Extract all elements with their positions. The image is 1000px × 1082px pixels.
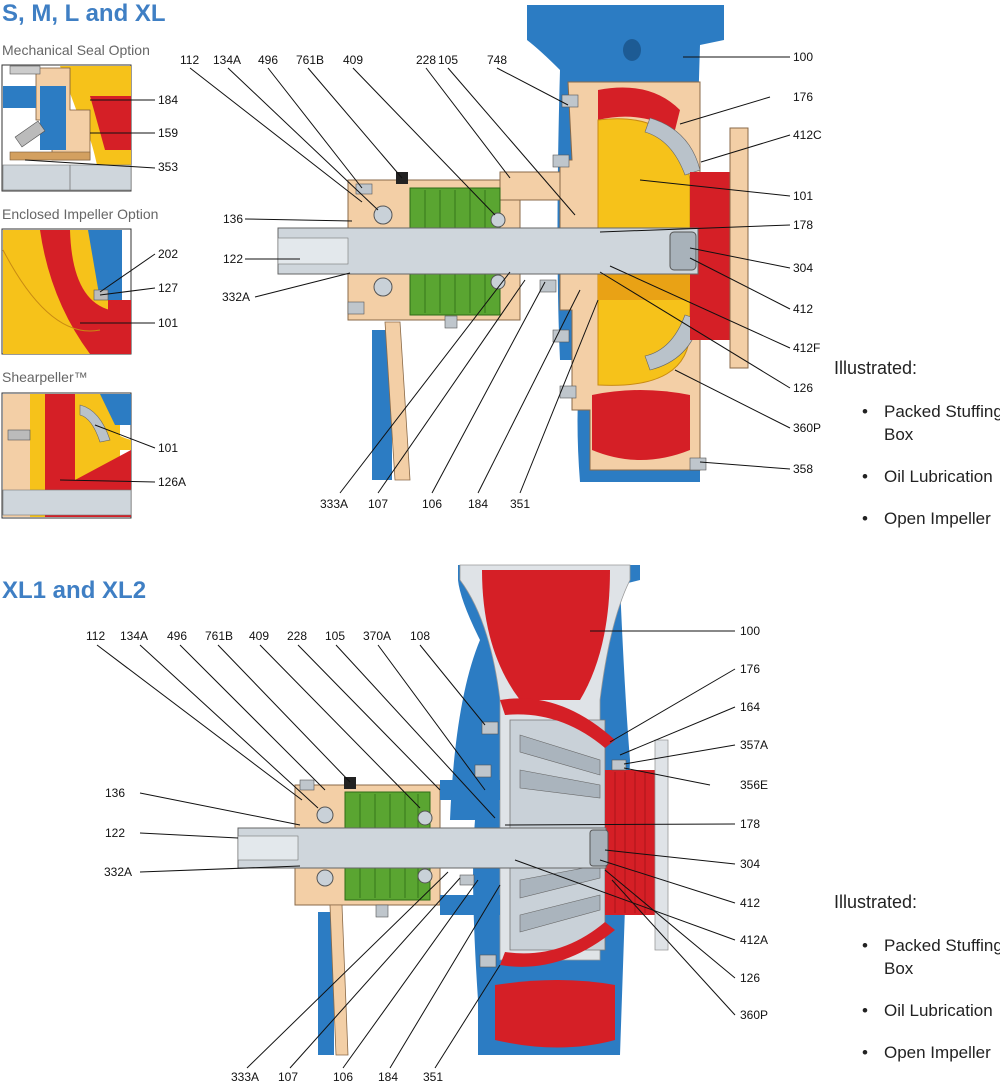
part-label: 105 [438, 53, 458, 67]
part-label: 351 [423, 1070, 443, 1082]
part-label: 412 [740, 896, 760, 910]
part-label: 184 [468, 497, 488, 511]
leader-lines [24, 56, 791, 1069]
part-label: 333A [320, 497, 348, 511]
part-label: 112 [86, 629, 105, 643]
part-label: 108 [410, 629, 430, 643]
part-label: 106 [333, 1070, 353, 1082]
part-label: 107 [368, 497, 388, 511]
part-label: 178 [740, 817, 760, 831]
inset-mechanical-seal [1, 64, 132, 192]
part-label: 228 [287, 629, 307, 643]
part-label: 101 [158, 441, 178, 455]
part-label: 304 [793, 261, 813, 275]
part-label: 107 [278, 1070, 298, 1082]
part-label: 496 [167, 629, 187, 643]
section2-title: XL1 and XL2 [2, 577, 147, 604]
part-label: 748 [487, 53, 507, 67]
part-label: 159 [158, 126, 178, 140]
part-label: 106 [422, 497, 442, 511]
part-label: 126 [793, 381, 813, 395]
part-label: 360P [793, 421, 821, 435]
part-label: 100 [740, 624, 760, 638]
part-label: 176 [740, 662, 760, 676]
part-label: 351 [510, 497, 530, 511]
illustrated-item: •Packed Stuffing Box [862, 402, 1000, 444]
part-label: 101 [793, 189, 813, 203]
part-label: 370A [363, 629, 391, 643]
part-label: 202 [158, 247, 178, 261]
part-label: 332A [104, 865, 132, 879]
part-label: 127 [158, 281, 178, 295]
part-label: 101 [158, 316, 178, 330]
illustrated-heading-2: Illustrated: [834, 892, 918, 912]
part-label: 358 [793, 462, 813, 476]
part-label: 496 [258, 53, 278, 67]
part-label: 100 [793, 50, 813, 64]
part-label: 304 [740, 857, 760, 871]
part-label: 332A [222, 290, 250, 304]
part-label: 105 [325, 629, 345, 643]
part-label: 184 [158, 93, 178, 107]
illustrated-item: •Open Impeller [862, 509, 991, 528]
part-label: 412 [793, 302, 813, 316]
part-label: 176 [793, 90, 813, 104]
part-label: 761B [205, 629, 233, 643]
illustrated-item: •Packed Stuffing Box [862, 936, 1000, 978]
part-label: 412A [740, 933, 768, 947]
inset-title-enclosed-impeller: Enclosed Impeller Option [2, 206, 159, 222]
part-label: 164 [740, 700, 760, 714]
part-label: 761B [296, 53, 324, 67]
part-label: 136 [105, 786, 125, 800]
inset-enclosed-impeller [1, 228, 132, 355]
section1-title: S, M, L and XL [2, 0, 166, 27]
part-label: 134A [120, 629, 148, 643]
part-label: 356E [740, 778, 768, 792]
inset-title-shearpeller: Shearpeller™ [2, 369, 88, 385]
part-label: 412C [793, 128, 822, 142]
inset-title-mechanical-seal: Mechanical Seal Option [2, 42, 150, 58]
part-label: 126A [158, 475, 186, 489]
illustrated-item: •Oil Lubrication [862, 467, 993, 486]
pump1-drawing [277, 5, 749, 482]
illustrated-heading-1: Illustrated: [834, 358, 918, 378]
part-label: 360P [740, 1008, 768, 1022]
part-label: 412F [793, 341, 820, 355]
part-label: 409 [343, 53, 363, 67]
inset-shearpeller [1, 392, 132, 519]
part-label: 122 [105, 826, 125, 840]
part-label: 357A [740, 738, 768, 752]
part-label: 228 [416, 53, 436, 67]
part-label: 126 [740, 971, 760, 985]
part-label: 112 [180, 53, 199, 67]
pump2-drawing [237, 564, 669, 1056]
part-label: 409 [249, 629, 269, 643]
part-label: 184 [378, 1070, 398, 1082]
part-label: 333A [231, 1070, 259, 1082]
part-label: 136 [223, 212, 243, 226]
part-label: 178 [793, 218, 813, 232]
part-label: 353 [158, 160, 178, 174]
illustrated-item: •Open Impeller [862, 1043, 991, 1062]
part-label: 122 [223, 252, 243, 266]
illustrated-item: •Oil Lubrication [862, 1001, 993, 1020]
part-label: 134A [213, 53, 241, 67]
